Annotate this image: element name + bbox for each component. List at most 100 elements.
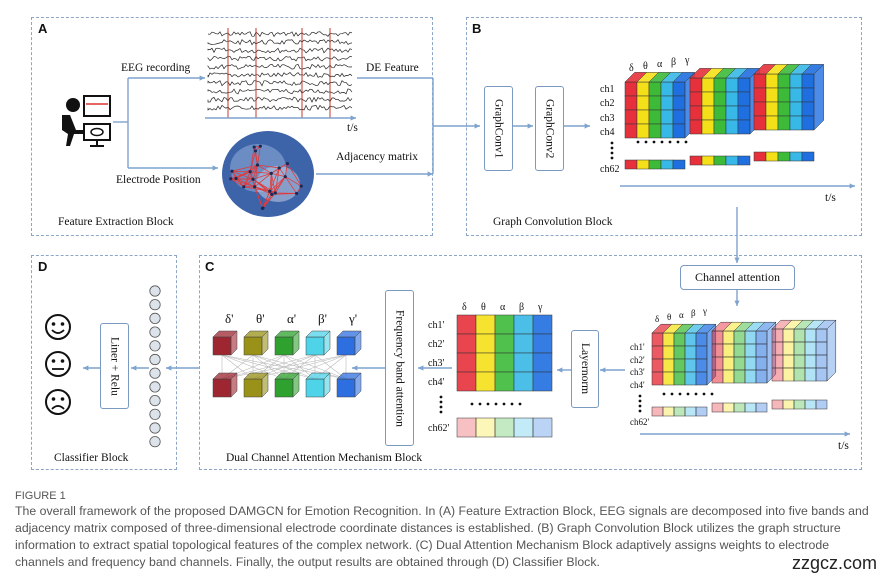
graph-feature-row62-3: [753, 151, 815, 162]
attn-feature-slab-1: [651, 323, 717, 386]
top-cube-1: [243, 330, 269, 356]
normalized-feature-grid: [456, 314, 553, 438]
graph-channel-label-1: ch2: [600, 98, 614, 109]
attn-channel-label-3: ch4': [630, 380, 645, 390]
frequency-band-attention-box: Frequency band attention: [385, 290, 414, 446]
top-cube-0: [212, 330, 238, 356]
eeg-time-axis: [205, 115, 356, 121]
output-neurons: [149, 285, 161, 448]
norm-channel-label-1: ch2': [428, 339, 444, 350]
attn-row-dots: [662, 392, 714, 396]
happy-face-icon: [45, 314, 71, 340]
graph-feature-row62-2: [689, 155, 751, 166]
cube-band-label-4: γ': [348, 311, 357, 326]
norm-channel-label-2: ch3': [428, 358, 444, 369]
panel-a-letter: A: [38, 21, 48, 36]
panel-dual-attention: [199, 255, 862, 470]
graphconv1-label: GraphConv1: [492, 98, 505, 159]
to-channel-attention-arrow: [734, 207, 740, 263]
person-computer-icon: [62, 95, 111, 147]
panel-b-caption: Graph Convolution Block: [493, 216, 613, 228]
frequency-band-attention-label: Frequency band attention: [393, 309, 406, 427]
figure-label: FIGURE 1: [15, 490, 66, 502]
graph-channel-label-3: ch4: [600, 127, 614, 138]
channel-attention-out-arrow: [734, 290, 740, 306]
norm-row-dots: [470, 402, 522, 406]
attn-feature-slab-2: [711, 321, 777, 384]
panel-d-letter: D: [38, 259, 48, 274]
norm-channel-label-4: ch62': [428, 423, 449, 434]
eeg-recording-label: EEG recording: [121, 62, 191, 74]
figure-caption: The overall framework of the proposed DA…: [15, 504, 869, 569]
attn-channel-label-0: ch1': [630, 342, 645, 352]
cube-connection-4-0: [221, 354, 347, 380]
norm-band-label-4: γ: [537, 302, 543, 313]
graph-channel-label-0: ch1: [600, 84, 614, 95]
watermark: zzgcz.com: [785, 551, 883, 576]
attn-band-label-3: β: [691, 308, 696, 318]
norm-channel-label-3: ch4': [428, 377, 444, 388]
electrode-position-label: Electrode Position: [116, 174, 201, 186]
graph-feature-row62-1: [624, 159, 686, 170]
panel-a-caption: Feature Extraction Block: [58, 216, 174, 228]
graph-feature-slab-2: [689, 67, 761, 135]
to-layernorm-arrow: [600, 367, 625, 373]
graph-band-label-4: γ: [684, 55, 690, 66]
panel-classifier: [31, 255, 177, 470]
top-cube-3: [305, 330, 331, 356]
panel-c-caption: Dual Channel Attention Mechanism Block: [226, 452, 423, 464]
graph-feature-slab-3: [753, 63, 825, 131]
attn-band-label-4: γ: [702, 306, 707, 316]
sad-face-icon: [45, 389, 71, 415]
norm-band-label-0: δ: [462, 302, 467, 313]
cube-band-label-3: β': [318, 311, 327, 326]
graphconv2-box: GraphConv2: [535, 86, 564, 171]
bottom-cube-3: [305, 372, 331, 398]
bottom-cube-2: [274, 372, 300, 398]
graphconv-link-arrow: [513, 123, 533, 129]
graph-col-dots: [610, 141, 614, 160]
to-feature-maps-arrow: [564, 123, 590, 129]
eeg-signal-traces: [207, 28, 353, 118]
attn-col-dots: [638, 394, 642, 413]
adjacency-matrix-label: Adjacency matrix: [336, 151, 419, 163]
attn-band-label-0: δ: [655, 314, 659, 324]
panel-b-letter: B: [472, 21, 482, 36]
graphconv1-box: GraphConv1: [484, 86, 513, 171]
bottom-cube-1: [243, 372, 269, 398]
attn-band-label-2: α: [679, 310, 684, 320]
graph-time-axis: [620, 183, 855, 189]
de-feature-label: DE Feature: [366, 62, 419, 74]
input-branch-connector: [113, 78, 129, 168]
channel-attention-label: Channel attention: [695, 270, 780, 284]
top-cube-2: [274, 330, 300, 356]
to-classifier-arrow: [166, 365, 199, 371]
layernorm-label: Layernorm: [579, 343, 591, 395]
electrode-head-map: [222, 131, 314, 217]
bottom-cube-0: [212, 372, 238, 398]
attn-feature-slab-3: [771, 319, 837, 382]
adjacency-arrow: [316, 171, 433, 177]
graph-time-axis-label: t/s: [825, 192, 836, 204]
cube-band-label-2: α': [287, 311, 296, 326]
norm-band-label-3: β: [519, 302, 524, 313]
electrode-branch-arrow: [128, 165, 218, 171]
cube-connection-3-0: [221, 354, 316, 380]
layernorm-box: Layernorm: [571, 330, 599, 408]
from-layernorm-arrow: [557, 367, 571, 373]
graph-band-label-3: β: [671, 57, 676, 68]
attn-channel-label-1: ch2': [630, 355, 645, 365]
cube-band-label-0: δ': [225, 311, 233, 326]
norm-band-label-1: θ: [481, 302, 486, 313]
neutral-face-icon: [45, 351, 71, 377]
to-liner-relu-arrow: [131, 365, 149, 371]
from-frequency-attention-arrow: [352, 365, 385, 371]
panel-d-caption: Classifier Block: [54, 452, 129, 464]
attn-channel-label-2: ch3': [630, 367, 645, 377]
graph-band-label-1: θ: [643, 61, 648, 72]
graph-feature-slab-1: [624, 71, 696, 139]
attn-time-axis: [640, 431, 850, 437]
norm-col-dots: [439, 395, 443, 414]
channel-attention-box: Channel attention: [680, 265, 795, 290]
